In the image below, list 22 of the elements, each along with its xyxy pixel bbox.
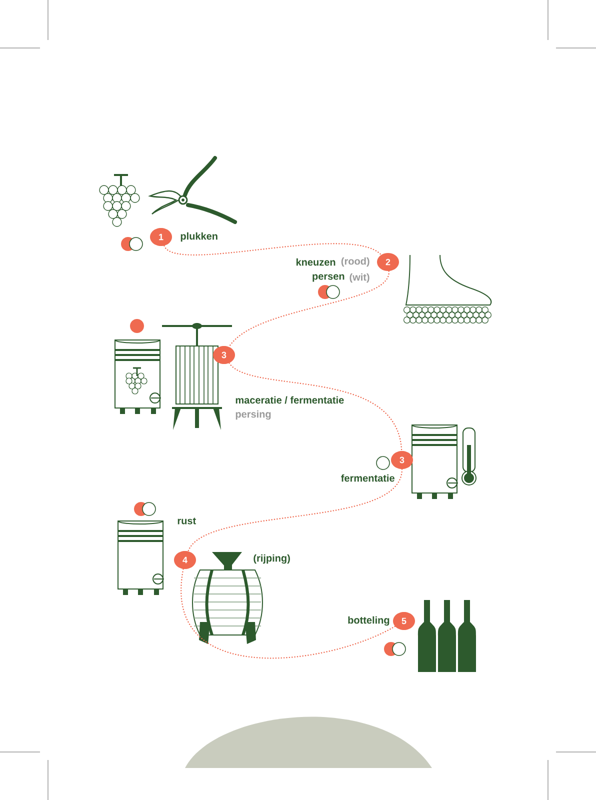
- dotted-path: [180, 568, 396, 659]
- step-number-badge: 4: [174, 551, 196, 569]
- step-label: fermentatie: [341, 474, 394, 482]
- step-label: rust: [178, 518, 196, 524]
- step-label: persing: [236, 410, 271, 420]
- dotted-path: [188, 468, 403, 552]
- step-number-badge: 5: [393, 612, 415, 630]
- step-number-badge: 3: [391, 451, 413, 469]
- step-label: maceratie / fermentatie: [236, 396, 344, 404]
- step-number-badge: 1: [150, 228, 172, 246]
- step-label: kneuzen: [296, 258, 336, 266]
- step-label: (rijping): [254, 554, 290, 564]
- dotted-path: [164, 243, 382, 256]
- dotted-path: [228, 362, 402, 452]
- step-label: botteling: [348, 616, 390, 626]
- step-number-badge: 2: [377, 253, 399, 271]
- step-label: plukken: [180, 232, 218, 242]
- step-label: persen: [312, 274, 344, 282]
- dotted-path: [228, 270, 390, 348]
- step-number-badge: 3: [213, 346, 235, 364]
- step-label: (wit): [350, 273, 370, 283]
- step-label: (rood): [341, 257, 370, 267]
